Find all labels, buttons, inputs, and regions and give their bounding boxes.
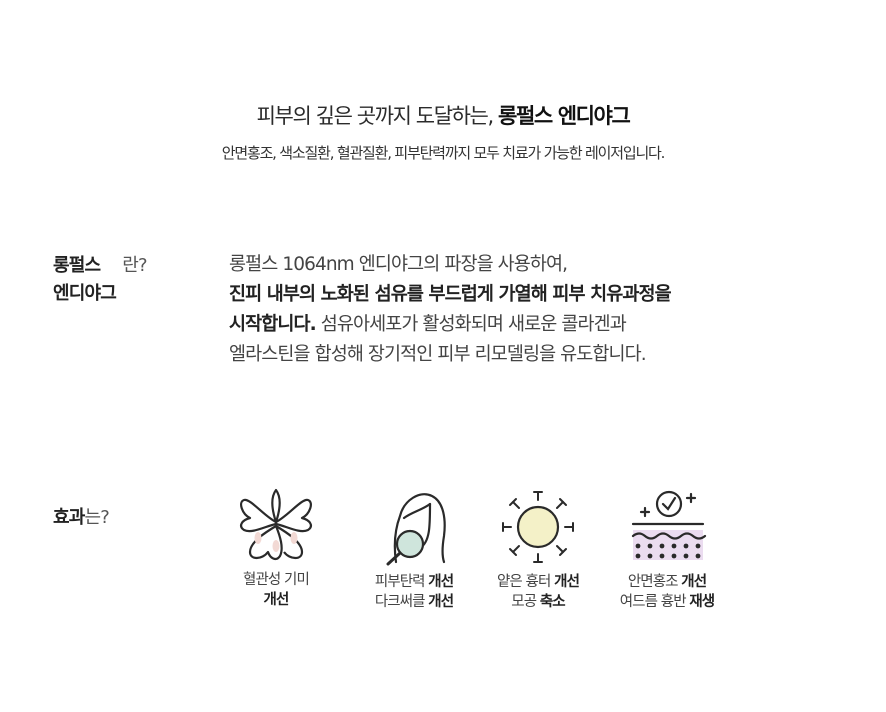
caption-text: 피부탄력 — [374, 574, 429, 590]
caption-text: 여드름 흉반 — [619, 594, 690, 610]
effect-item-vascular: 혈관성 기미 개선 — [206, 486, 346, 610]
caption-text: 모공 — [511, 594, 540, 610]
definition-label-word1: 롱펄스 — [53, 255, 101, 276]
caption-bold: 축소 — [539, 594, 566, 610]
effect-caption: 얕은 흉터 개선 모공 축소 — [468, 572, 608, 612]
effect-item-scar: 얕은 흉터 개선 모공 축소 — [468, 486, 608, 612]
effect-caption-line2: 개선 — [206, 590, 346, 610]
hero-subtitle: 안면홍조, 색소질환, 혈관질환, 피부탄력까지 모두 치료가 가능한 레이저입… — [221, 144, 666, 162]
face-magnifier-icon — [386, 493, 446, 566]
caption-text: 안면홍조 — [627, 574, 682, 590]
caption-bold: 개선 — [554, 574, 580, 590]
definition-label-word2: 엔디야그 — [53, 283, 117, 304]
skin-layer-check-icon — [631, 490, 707, 560]
caption-bold: 개선 — [263, 592, 290, 608]
effect-caption: 피부탄력 개선 다크써클 개선 — [344, 572, 484, 612]
caption-bold: 개선 — [428, 594, 454, 610]
effect-item-elasticity: 피부탄력 개선 다크써클 개선 — [344, 486, 484, 612]
definition-line-3-rest: 섬유아세포가 활성화되며 새로운 콜라겐과 — [315, 314, 627, 335]
sun-spot-icon — [502, 491, 574, 563]
effect-caption-line1: 혈관성 기미 — [206, 570, 346, 590]
definition-line-2: 진피 내부의 노화된 섬유를 부드럽게 가열해 피부 치유과정을 — [229, 284, 672, 305]
caption-text: 혈관성 기미 — [243, 572, 310, 588]
definition-label: 롱펄스 란? 엔디야그 — [53, 252, 148, 308]
effect-caption: 안면홍조 개선 여드름 흉반 재생 — [597, 572, 737, 612]
definition-line-3: 시작합니다. 섬유아세포가 활성화되며 새로운 콜라겐과 — [229, 310, 849, 340]
hero-title-bold: 롱펄스 엔디야그 — [498, 104, 631, 128]
effects-label-light: 는? — [84, 507, 110, 528]
caption-bold: 재생 — [689, 594, 715, 610]
definition-label-suffix: 란? — [122, 255, 147, 276]
definition-line-1: 롱펄스 1064nm 엔디야그의 파장을 사용하여, — [229, 254, 568, 275]
definition-line-4: 엘라스틴을 합성해 장기적인 피부 리모델링을 유도합니다. — [229, 344, 647, 365]
vascular-pigment-icon — [240, 488, 312, 561]
caption-text: 다크써클 — [374, 594, 429, 610]
definition-body: 롱펄스 1064nm 엔디야그의 파장을 사용하여, 진피 내부의 노화된 섬유… — [229, 250, 849, 370]
effect-caption-line1: 안면홍조 개선 — [597, 572, 737, 592]
effect-caption-line1: 피부탄력 개선 — [344, 572, 484, 592]
hero-title: 피부의 깊은 곳까지 도달하는, 롱펄스 엔디야그 — [0, 100, 886, 130]
caption-text: 얕은 흉터 — [496, 574, 555, 590]
effect-caption: 혈관성 기미 개선 — [206, 570, 346, 610]
effect-item-redness: 안면홍조 개선 여드름 흉반 재생 — [597, 486, 737, 612]
effect-caption-line2: 모공 축소 — [468, 592, 608, 612]
caption-bold: 개선 — [428, 574, 454, 590]
effects-label-bold: 효과 — [53, 507, 85, 528]
effect-caption-line2: 여드름 흉반 재생 — [597, 592, 737, 612]
effect-caption-line1: 얕은 흉터 개선 — [468, 572, 608, 592]
effect-caption-line2: 다크써클 개선 — [344, 592, 484, 612]
effects-label: 효과는? — [53, 504, 110, 532]
hero-title-light: 피부의 깊은 곳까지 도달하는, — [256, 104, 495, 128]
definition-line-3-bold: 시작합니다. — [229, 314, 317, 335]
caption-bold: 개선 — [681, 574, 707, 590]
